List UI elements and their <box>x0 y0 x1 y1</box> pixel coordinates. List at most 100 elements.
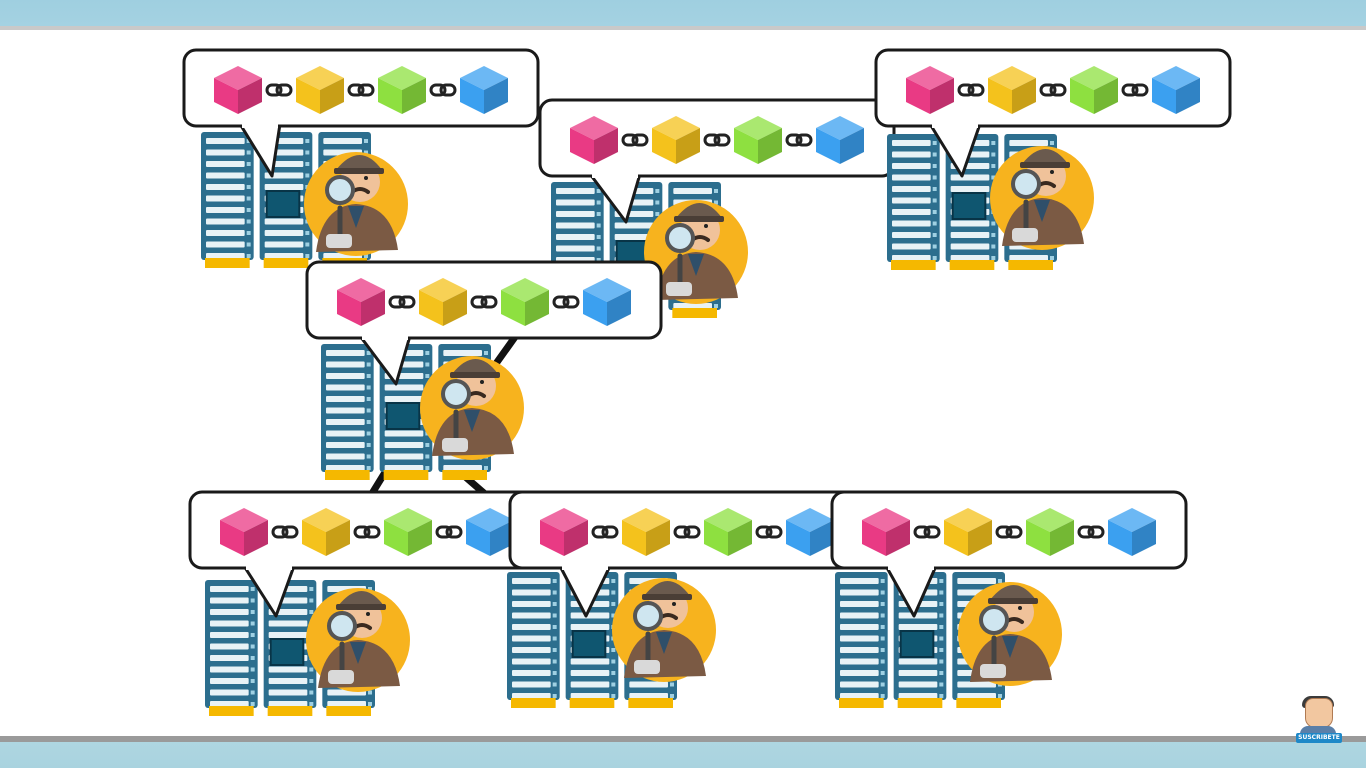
chain-link-icon <box>435 525 463 539</box>
server-led <box>596 212 601 216</box>
server-slot <box>326 373 365 379</box>
server-slot <box>323 138 362 144</box>
block-cube-left <box>501 290 525 326</box>
magnifying-glass-icon <box>665 223 695 253</box>
server-slot <box>206 253 245 259</box>
network-node-4 <box>305 260 663 480</box>
detective-hat-brim <box>642 594 692 600</box>
detective-hat-brim <box>334 168 384 174</box>
server-slot <box>512 578 551 584</box>
server-rack-base <box>267 706 313 716</box>
server-led <box>998 579 1002 583</box>
server-rack-base <box>326 706 371 716</box>
chain-link-icon <box>347 83 375 97</box>
subscribe-button[interactable]: SUSCRIBETE <box>1296 696 1342 744</box>
server-led <box>939 682 944 687</box>
server-slot <box>614 234 654 240</box>
server-slot <box>443 350 482 356</box>
chain-link-icon <box>388 295 416 309</box>
server-slot <box>898 670 938 676</box>
server-led <box>425 466 430 470</box>
server-slot <box>326 407 365 414</box>
server-slot <box>210 655 249 661</box>
avatar-icon <box>1305 698 1333 728</box>
block-cube-right <box>810 520 834 556</box>
block-cube-left <box>296 78 320 114</box>
server-rack-base <box>891 260 936 270</box>
speech-bubble-tail-joint <box>888 565 934 570</box>
chain-link-icon <box>913 525 941 539</box>
server-led <box>250 587 255 591</box>
server-led <box>939 648 944 652</box>
detective-hat-brim <box>988 598 1038 604</box>
server-slot <box>206 241 245 248</box>
chain-link-icon <box>995 525 1023 539</box>
server-slot <box>326 442 365 448</box>
server-led <box>932 198 937 203</box>
server-led <box>670 694 674 698</box>
block-cube-right <box>244 520 268 556</box>
server-led <box>596 200 601 205</box>
server-slot <box>206 149 245 156</box>
server-slot <box>556 245 595 252</box>
block-cube-left <box>466 520 490 556</box>
server-led <box>714 189 718 193</box>
server-slot <box>892 209 931 215</box>
server-led <box>880 613 885 618</box>
server-led <box>309 587 314 591</box>
server-slot <box>206 161 245 167</box>
server-slot <box>892 232 931 238</box>
server-led <box>611 579 616 583</box>
server-slot <box>268 701 308 707</box>
server-slot <box>570 693 610 699</box>
detective-hat <box>336 155 382 170</box>
server-led <box>939 613 944 618</box>
server-led <box>991 175 996 180</box>
speech-bubble-tail-joint <box>932 123 978 128</box>
server-led <box>305 231 310 235</box>
server-led <box>880 682 885 687</box>
chain-link-icon <box>621 133 649 147</box>
speech-bubble-tail-joint <box>246 565 292 570</box>
server-led <box>880 602 885 606</box>
block-cube-left <box>460 78 484 114</box>
detective-hat <box>1022 149 1068 164</box>
server-led <box>611 648 616 652</box>
server-slot <box>892 174 931 181</box>
detective-glove <box>634 660 660 674</box>
block-cube-right <box>402 78 426 114</box>
server-led <box>611 602 616 606</box>
server-led <box>366 374 371 378</box>
server-led <box>880 590 885 595</box>
server-slot <box>268 666 308 673</box>
network-node-7 <box>830 490 1188 708</box>
server-led <box>484 351 488 355</box>
detective-hat <box>452 359 498 374</box>
server-led <box>425 443 430 447</box>
server-slot <box>892 197 931 204</box>
server-led <box>366 454 371 459</box>
server-slot <box>210 643 249 650</box>
chain-link-icon <box>957 83 985 97</box>
server-rack-base <box>263 258 309 268</box>
block-cube-left <box>906 78 930 114</box>
block-cube-left <box>540 520 564 556</box>
server-slot <box>898 658 938 665</box>
block-cube-right <box>525 290 549 326</box>
server-slot <box>268 620 308 627</box>
block-cube-right <box>646 520 670 556</box>
speech-bubble-tail-joint <box>362 335 408 340</box>
server-slot <box>892 140 931 146</box>
server-slot <box>210 597 249 604</box>
server-slot <box>268 678 308 684</box>
detective-hat <box>644 581 690 596</box>
server-slot <box>206 184 245 190</box>
server-led <box>998 694 1002 698</box>
server-slot <box>384 396 424 402</box>
server-slot <box>384 384 424 391</box>
server-led <box>366 420 371 424</box>
server-led <box>425 454 430 459</box>
detective-glove <box>666 282 692 296</box>
server-rack-base <box>897 698 943 708</box>
